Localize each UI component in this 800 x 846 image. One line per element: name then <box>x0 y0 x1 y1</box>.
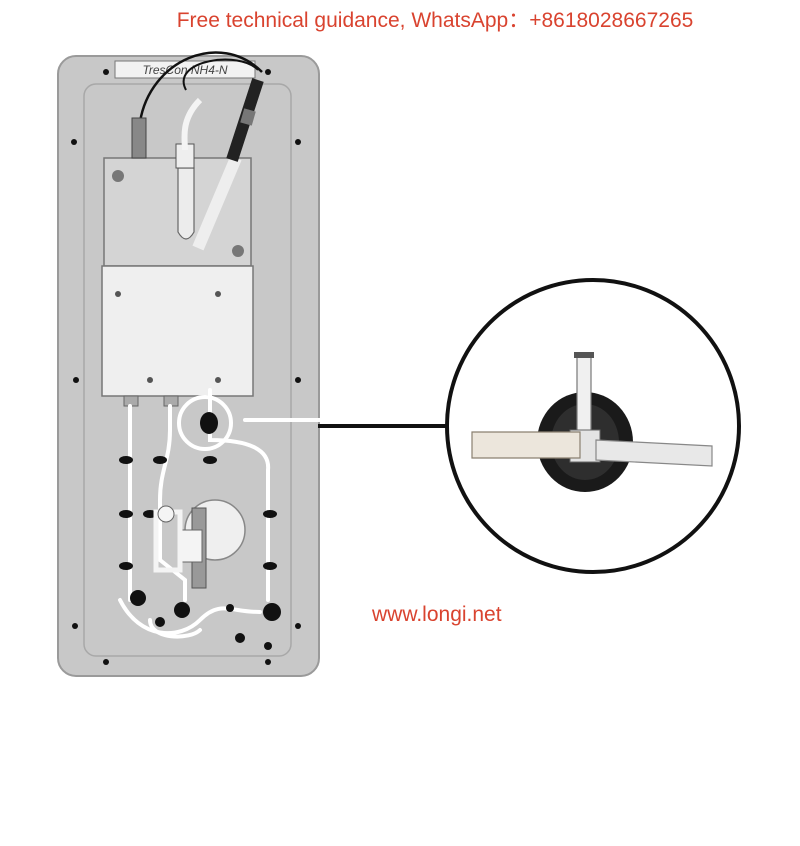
measuring-cell <box>177 167 195 240</box>
module-screw <box>232 245 244 257</box>
valve-knob <box>157 505 175 523</box>
fitting-highlight-ring <box>177 395 233 451</box>
screw-hole <box>295 623 301 629</box>
screw-hole <box>103 69 109 75</box>
tubing-network <box>118 388 322 639</box>
screw-hole <box>73 377 79 383</box>
pump-head <box>179 529 203 563</box>
screw-hole <box>295 377 301 383</box>
zoom-tube-right <box>595 439 713 467</box>
panel-screw-holes <box>71 69 301 665</box>
screw-hole <box>72 623 78 629</box>
module-screw <box>215 291 221 297</box>
screw-hole <box>103 659 109 665</box>
screw-hole <box>71 139 77 145</box>
watermark-website: www.longi.net <box>372 603 502 626</box>
zoom-detail-view <box>445 278 741 574</box>
lower-electronics-module <box>101 265 254 397</box>
module-screw <box>112 170 124 182</box>
fitting-grommet <box>200 412 218 434</box>
module-screw <box>147 377 153 383</box>
module-screw <box>115 291 121 297</box>
electrode-body <box>192 155 242 251</box>
sensor-cable <box>182 58 259 91</box>
screw-hole <box>295 139 301 145</box>
sensor-cable <box>138 51 263 123</box>
watermark-contact-text: Free technical guidance, WhatsApp：+86180… <box>176 9 694 32</box>
screw-hole <box>265 659 271 665</box>
zoom-tube-left <box>471 431 581 459</box>
screw-hole <box>265 69 271 75</box>
grommets <box>119 456 281 650</box>
panel-inner-frame <box>83 83 292 657</box>
zoom-vertical-tube <box>576 355 592 443</box>
module-screw <box>215 377 221 383</box>
tube-top <box>181 97 203 151</box>
cable-connector <box>131 117 147 159</box>
